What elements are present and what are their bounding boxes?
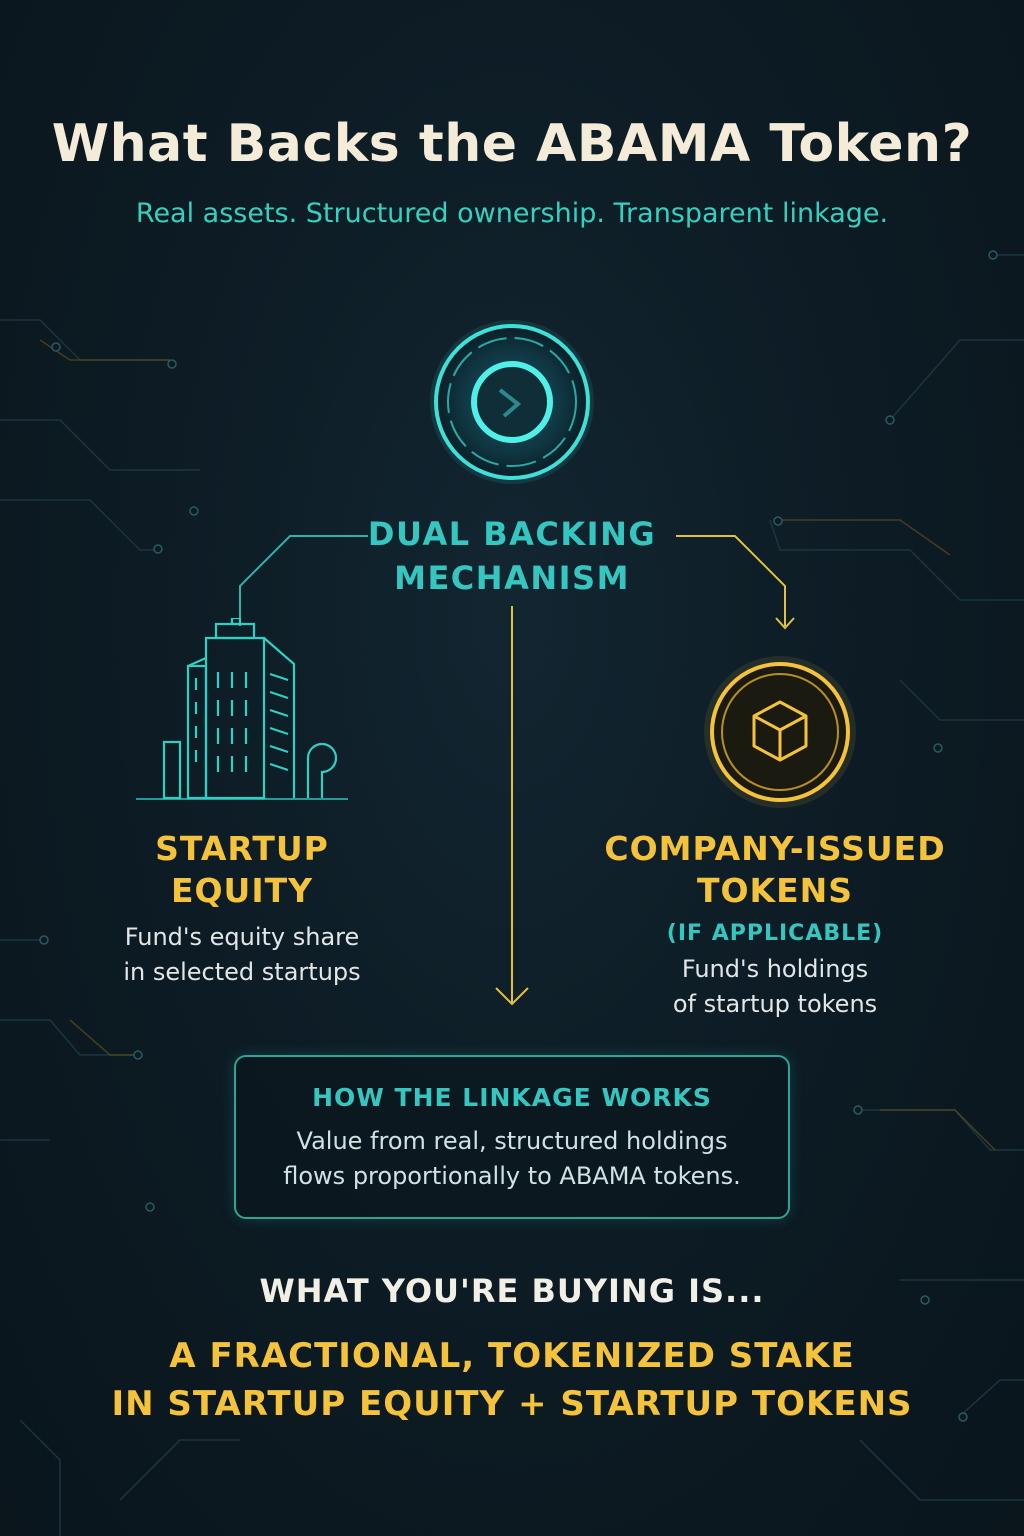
linkage-text-line2: flows proportionally to ABAMA tokens.: [283, 1162, 741, 1190]
linkage-heading: HOW THE LINKAGE WORKS: [312, 1083, 712, 1112]
company-tokens-desc-line2: of startup tokens: [672, 990, 878, 1018]
startup-equity-section: STARTUP EQUITY Fund's equity share in se…: [72, 828, 412, 990]
linkage-text: Value from real, structured holdings flo…: [236, 1124, 788, 1194]
dual-backing-line2: MECHANISM: [394, 559, 630, 597]
startup-equity-desc-line2: in selected startups: [123, 958, 361, 986]
building-icon: [136, 618, 348, 800]
startup-equity-desc-line1: Fund's equity share: [124, 923, 360, 951]
buying-heading: WHAT YOU'RE BUYING IS...: [259, 1272, 765, 1310]
startup-equity-description: Fund's equity share in selected startups: [72, 920, 412, 990]
stake-statement: A FRACTIONAL, TOKENIZED STAKE IN STARTUP…: [0, 1332, 1024, 1428]
if-applicable-note: (IF APPLICABLE): [666, 921, 884, 946]
company-tokens-desc-line1: Fund's holdings: [681, 955, 869, 983]
startup-equity-heading: STARTUP EQUITY: [72, 828, 412, 912]
abama-token-icon: [430, 320, 594, 484]
connector-left: [239, 535, 368, 626]
company-tokens-heading-line2: TOKENS: [696, 871, 854, 910]
token-cube-icon: [704, 656, 856, 808]
startup-equity-heading-line2: EQUITY: [170, 871, 314, 910]
linkage-box: HOW THE LINKAGE WORKS Value from real, s…: [234, 1055, 790, 1219]
company-tokens-heading-line1: COMPANY-ISSUED: [604, 829, 946, 868]
dual-backing-line1: DUAL BACKING: [367, 515, 657, 553]
stake-line2: IN STARTUP EQUITY + STARTUP TOKENS: [111, 1384, 913, 1424]
connector-right: [676, 535, 795, 630]
company-tokens-section: COMPANY-ISSUED TOKENS (IF APPLICABLE) Fu…: [580, 828, 970, 1022]
linkage-text-line1: Value from real, structured holdings: [296, 1127, 728, 1155]
page-title: What Backs the ABAMA Token?: [51, 114, 973, 174]
dual-backing-label: DUAL BACKING MECHANISM: [0, 512, 1024, 600]
company-tokens-heading: COMPANY-ISSUED TOKENS: [580, 828, 970, 912]
page-subtitle: Real assets. Structured ownership. Trans…: [135, 198, 889, 229]
connector-down: [495, 606, 529, 1006]
startup-equity-heading-line1: STARTUP: [155, 829, 329, 868]
company-tokens-description: Fund's holdings of startup tokens: [580, 952, 970, 1022]
stake-line1: A FRACTIONAL, TOKENIZED STAKE: [169, 1336, 855, 1376]
